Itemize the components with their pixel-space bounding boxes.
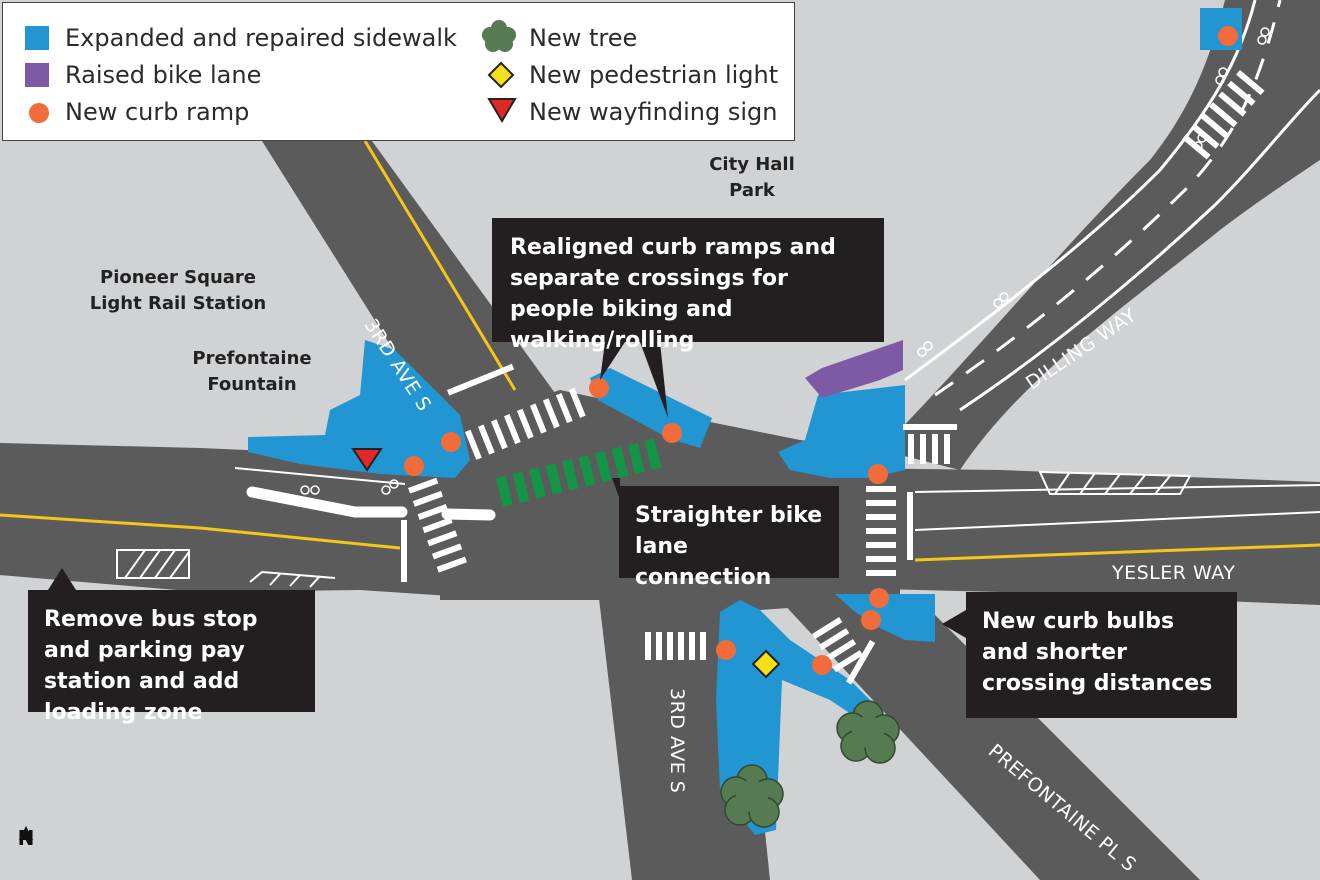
legend-label-sign: New wayfinding sign — [529, 98, 778, 126]
legend-label-curb-ramp: New curb ramp — [65, 98, 250, 126]
crosswalk-northeast-leg — [903, 424, 957, 464]
sidewalk-northeast — [778, 385, 905, 478]
yesler-east-center-line — [914, 543, 1320, 562]
yellow-diamond-icon — [487, 61, 515, 89]
curb-ramp — [812, 655, 832, 675]
dilling-lane-line-3 — [959, 88, 1320, 412]
yesler-way-east-road — [840, 468, 1320, 605]
place-city-hall-park: City Hall Park — [709, 154, 795, 201]
prefontaine-pl-road — [780, 600, 1200, 880]
pointer-realigned-1 — [600, 342, 625, 380]
pedestrian-light-icon — [751, 649, 781, 679]
crosswalk-southeast-leg — [812, 617, 863, 673]
raised-bike-lane — [805, 340, 903, 398]
curb-ramp — [441, 432, 461, 452]
curb-ramp — [716, 640, 736, 660]
crosswalks — [408, 70, 1265, 685]
dilling-lane-line-1 — [904, 0, 1257, 382]
third-ave-north-road — [262, 141, 560, 448]
yesler-east-lane-line — [914, 511, 1320, 531]
callout-straighter-bike-lane: Straighter bike lane connection — [619, 486, 839, 590]
north-label: N — [17, 826, 35, 850]
curb-ramp — [861, 610, 881, 630]
loading-zone-hatch — [116, 470, 1192, 588]
west-bike-separator-2 — [441, 508, 496, 521]
crosswalk-north-stop-bar — [447, 363, 515, 396]
yesler-west-lane-line — [234, 467, 406, 485]
pointer-curb-bulbs — [942, 610, 966, 638]
crosswalk-north-leg — [465, 387, 586, 460]
crosswalk-dilling-top — [1182, 70, 1265, 160]
third-ave-center-line — [363, 140, 517, 391]
legend-label-bike-lane: Raised bike lane — [65, 61, 262, 89]
blue-square-icon — [25, 26, 49, 50]
curb-ramps — [404, 26, 1238, 675]
west-bike-separator — [246, 486, 408, 518]
dilling-way-road — [880, 0, 1320, 470]
sidewalk-northwest — [248, 340, 470, 478]
place-prefontaine-fountain: Prefontaine Fountain — [192, 348, 312, 395]
yesler-east-lane-line-2 — [914, 484, 1320, 493]
street-label-yesler-way: YESLER WAY — [1112, 562, 1236, 584]
curb-ramp — [869, 588, 889, 608]
tree-icon — [720, 764, 784, 828]
sidewalk-areas — [248, 340, 935, 835]
curb-ramp — [589, 378, 609, 398]
legend-label-tree: New tree — [529, 24, 638, 52]
pointer-realigned-2 — [640, 342, 668, 418]
dilling-lane-line-2 — [934, 0, 1282, 397]
place-pioneer-square-station: Pioneer Square Light Rail Station — [89, 267, 267, 314]
callout-realigned-curb-ramps: Realigned curb ramps and separate crossi… — [492, 218, 884, 353]
purple-square-icon — [25, 63, 49, 87]
crosswalk-southeast-stop-bar — [846, 640, 876, 685]
wayfinding-sign-icon — [351, 448, 383, 472]
legend-label-ped-light: New pedestrian light — [529, 61, 779, 89]
curb-ramp — [868, 464, 888, 484]
crosswalk-west-leg — [408, 477, 467, 573]
tree-icon — [836, 700, 900, 764]
callout-new-curb-bulbs: New curb bulbs and shorter crossing dist… — [966, 592, 1237, 718]
orange-dot-icon — [29, 103, 49, 123]
callout-remove-bus-stop: Remove bus stop and parking pay station … — [28, 590, 315, 725]
yesler-west-center-line — [0, 513, 401, 550]
bike-symbols — [300, 27, 1270, 495]
north-arrow-icon — [19, 826, 33, 840]
legend-label-sidewalk: Expanded and repaired sidewalk — [65, 24, 457, 52]
curb-ramp — [404, 456, 424, 476]
yesler-way-west-road — [0, 443, 480, 598]
callout-pointers — [48, 342, 966, 638]
sidewalk-southeast — [835, 594, 935, 642]
pointer-remove-bus — [48, 568, 76, 590]
crosswalk-east-leg — [866, 486, 896, 576]
street-label-3rd-ave-south: 3RD AVE S — [666, 688, 688, 794]
sidewalk-north — [590, 368, 712, 448]
tree-icon — [482, 20, 516, 52]
curb-ramp — [662, 423, 682, 443]
map-legend: Expanded and repaired sidewalk Raised bi… — [2, 2, 795, 141]
trees — [720, 700, 900, 828]
crosswalk-south-leg — [645, 632, 706, 660]
curb-ramp — [1218, 26, 1238, 46]
green-bike-crossing — [496, 438, 662, 508]
red-triangle-icon — [487, 98, 517, 123]
